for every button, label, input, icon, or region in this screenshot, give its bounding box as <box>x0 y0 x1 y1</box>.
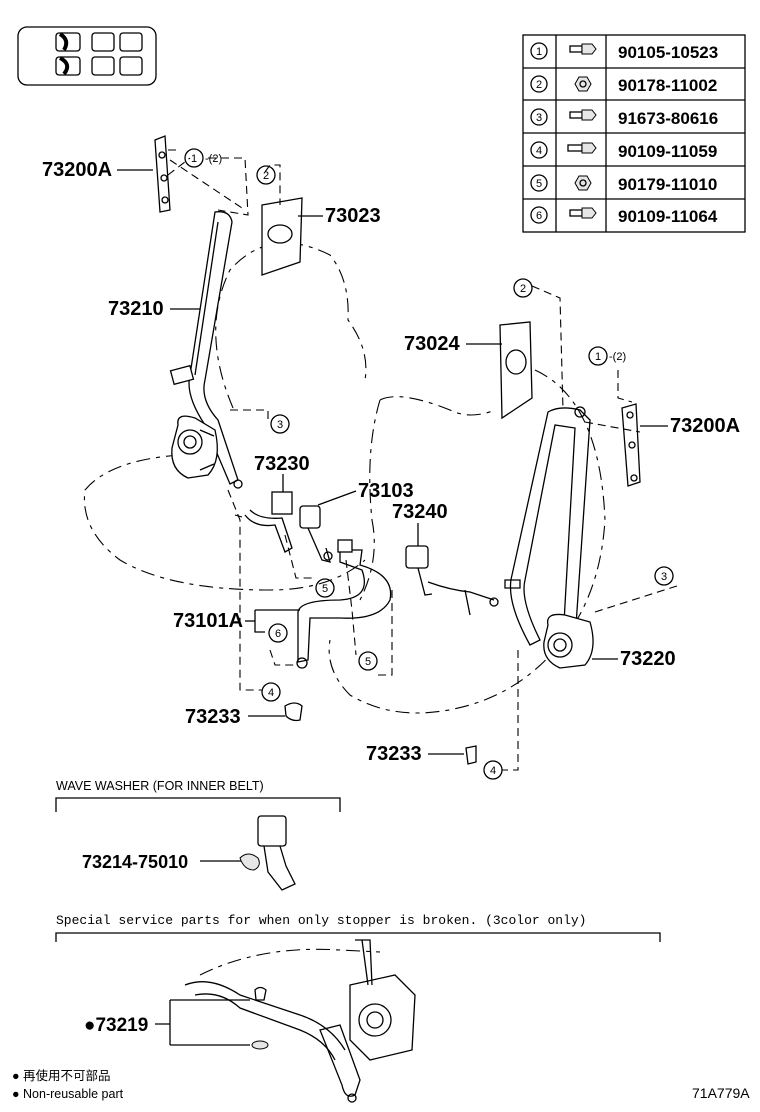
row-index: 3 <box>536 112 542 124</box>
bolt-icon <box>569 207 597 219</box>
buckle-73103 <box>299 505 333 563</box>
callout-73214-75010: 73214-75010 <box>82 852 188 872</box>
svg-text:3: 3 <box>661 571 667 583</box>
parts-table-row: 2 90178-11002 <box>530 75 717 95</box>
section-title-special-service: Special service parts for when only stop… <box>56 913 587 928</box>
svg-text:2: 2 <box>520 283 526 295</box>
svg-text:1: 1 <box>191 153 197 165</box>
part-callouts: 73200A 73023 73210 73024 73200A 73230 73… <box>42 159 740 765</box>
stopper-drawing <box>184 939 416 1103</box>
part-number: 90105-10523 <box>618 43 718 62</box>
ref-circle-5: 5 <box>315 578 335 598</box>
legend: ● 再使用不可部品 ● Non-reusable part <box>12 1068 124 1101</box>
row-index: 6 <box>536 210 542 222</box>
special-service-section: Special service parts for when only stop… <box>55 913 661 1103</box>
section-title-wave-washer: WAVE WASHER (FOR INNER BELT) <box>56 779 264 793</box>
callout-73200A-left: 73200A <box>42 159 112 181</box>
ref-circle-3: 3 <box>654 566 674 586</box>
wave-washer-buckle-drawing <box>239 815 296 891</box>
center-lap-belt-73101A <box>296 539 392 669</box>
callout-73240: 73240 <box>392 501 448 523</box>
parts-table-row: 1 90105-10523 <box>530 42 718 62</box>
svg-text:1: 1 <box>595 351 601 363</box>
callout-73101A: 73101A <box>173 610 243 632</box>
ref-circle-1: 1 -(2) <box>588 346 626 366</box>
part-number: 90178-11002 <box>618 76 717 95</box>
callout-73220: 73220 <box>620 648 676 670</box>
figure-code: 71A779A <box>692 1085 750 1101</box>
left-pillar-cover-73023 <box>261 197 303 276</box>
right-outer-belt-assembly <box>504 406 594 669</box>
ref-circle-1: 1 -(2) <box>184 148 222 168</box>
clip-73233-right <box>465 745 477 765</box>
row-index: 4 <box>536 145 542 157</box>
circled-references: 1 -(2) 2 3 5 6 4 5 2 1 -(2) 3 4 <box>184 148 674 780</box>
svg-text:4: 4 <box>490 765 496 777</box>
row-index: 2 <box>536 79 542 91</box>
part-number: 90179-11010 <box>618 175 717 194</box>
left-shoulder-anchor-73200A <box>154 135 171 213</box>
part-number: 91673-80616 <box>618 109 718 128</box>
callout-73219: ●73219 <box>84 1015 148 1036</box>
svg-text:2: 2 <box>263 170 269 182</box>
svg-text:5: 5 <box>365 656 371 668</box>
callout-73200A-right: 73200A <box>670 415 740 437</box>
nut-icon <box>574 76 592 92</box>
right-shoulder-anchor-73200A <box>621 403 641 487</box>
right-pillar-cover-73024 <box>499 321 533 420</box>
svg-text:-(2): -(2) <box>609 351 626 363</box>
ref-circle-2: 2 <box>256 165 276 185</box>
svg-text:6: 6 <box>275 628 281 640</box>
callout-73230: 73230 <box>254 453 310 475</box>
bolt-icon <box>569 43 597 55</box>
nut-icon <box>574 175 592 191</box>
callout-73233-right: 73233 <box>366 743 422 765</box>
callout-73103: 73103 <box>358 480 414 502</box>
svg-text:5: 5 <box>322 583 328 595</box>
fastener-parts-table: 1 90105-10523 2 90178-11002 3 91673-8061… <box>522 34 746 233</box>
bolt-icon <box>569 109 597 121</box>
legend-japanese: ● 再使用不可部品 <box>12 1068 111 1083</box>
buckle-73230 <box>244 491 293 553</box>
parts-table-row: 6 90109-11064 <box>530 206 718 226</box>
ref-circle-4: 4 <box>261 682 281 702</box>
ref-circle-2: 2 <box>513 278 533 298</box>
parts-table-row: 5 90179-11010 <box>530 174 717 194</box>
callout-73024: 73024 <box>404 333 460 355</box>
clip-73233-left <box>284 702 303 722</box>
wave-washer-section: WAVE WASHER (FOR INNER BELT) 73214-75010 <box>55 779 341 891</box>
row-index: 5 <box>536 178 542 190</box>
part-number: 90109-11064 <box>618 207 718 226</box>
part-number: 90109-11059 <box>618 142 717 161</box>
left-outer-belt-assembly <box>169 211 243 489</box>
dashed-leaders <box>167 149 681 771</box>
legend-english: ● Non-reusable part <box>12 1087 124 1101</box>
svg-text:4: 4 <box>268 687 274 699</box>
callout-73233-left: 73233 <box>185 706 241 728</box>
seat-outlines <box>83 242 606 714</box>
ref-circle-4: 4 <box>483 760 503 780</box>
svg-text:3: 3 <box>277 419 283 431</box>
bolt-icon <box>567 142 597 154</box>
callout-73210: 73210 <box>108 298 164 320</box>
vehicle-seat-layout-icon <box>17 26 157 86</box>
ref-circle-5: 5 <box>358 651 378 671</box>
row-index: 1 <box>536 46 542 58</box>
parts-table-row: 4 90109-11059 <box>530 141 717 161</box>
parts-table-row: 3 91673-80616 <box>530 108 718 128</box>
svg-text:-(2): -(2) <box>205 153 222 165</box>
ref-circle-6: 6 <box>268 623 288 643</box>
ref-circle-3: 3 <box>270 414 290 434</box>
buckle-73240 <box>405 545 499 616</box>
callout-73023: 73023 <box>325 205 381 227</box>
